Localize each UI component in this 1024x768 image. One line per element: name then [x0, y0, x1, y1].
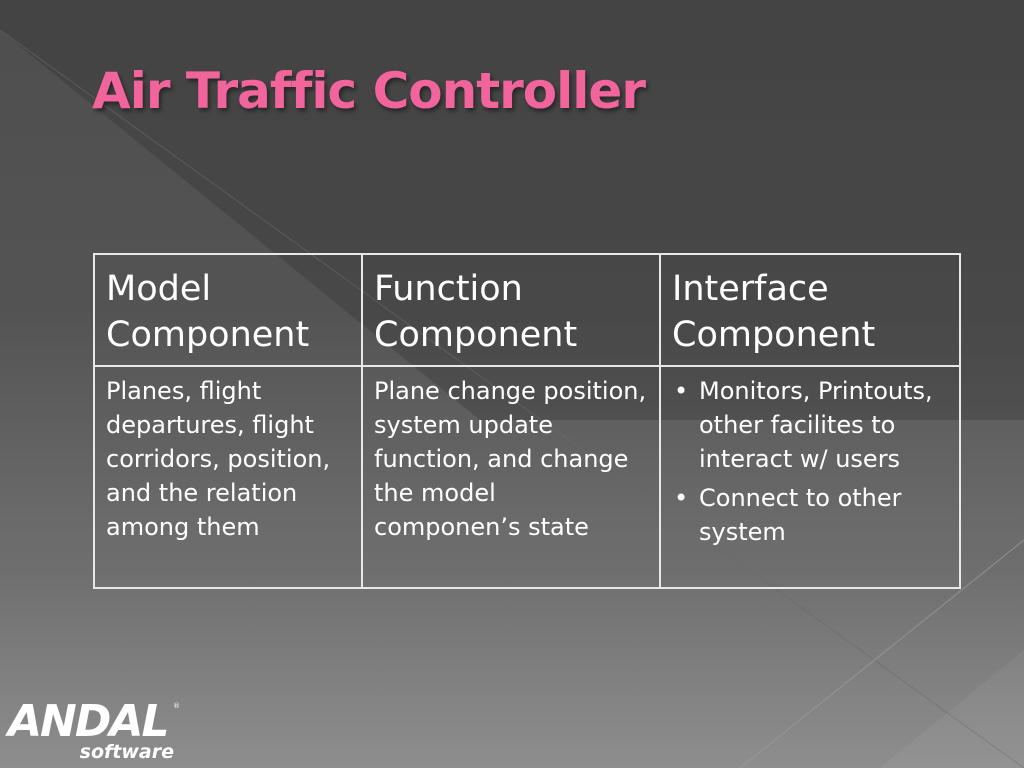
logo-wordmark: ANDAL — [8, 696, 169, 747]
table-row: Planes, flight departures, flight corrid… — [93, 365, 961, 589]
bullet-item: Monitors, Printouts, other facilites to … — [672, 374, 949, 476]
cell-model-component: Planes, flight departures, flight corrid… — [93, 365, 363, 589]
component-table: Model Component Function Component Inter… — [93, 253, 961, 589]
table-header-row: Model Component Function Component Inter… — [93, 253, 961, 367]
logo-subtitle: software — [79, 741, 174, 763]
logo-trademark: ® — [173, 702, 180, 710]
header-function-component: Function Component — [361, 253, 661, 367]
interface-bullet-list: Monitors, Printouts, other facilites to … — [672, 374, 949, 549]
header-interface-component: Interface Component — [659, 253, 961, 367]
header-model-component: Model Component — [93, 253, 363, 367]
cell-interface-component: Monitors, Printouts, other facilites to … — [659, 365, 961, 589]
slide-title: Air Traffic Controller — [92, 62, 646, 120]
cell-function-component: Plane change position, system update fun… — [361, 365, 661, 589]
andal-software-logo: ANDAL ® software — [8, 700, 180, 764]
bullet-item: Connect to other system — [672, 481, 949, 549]
